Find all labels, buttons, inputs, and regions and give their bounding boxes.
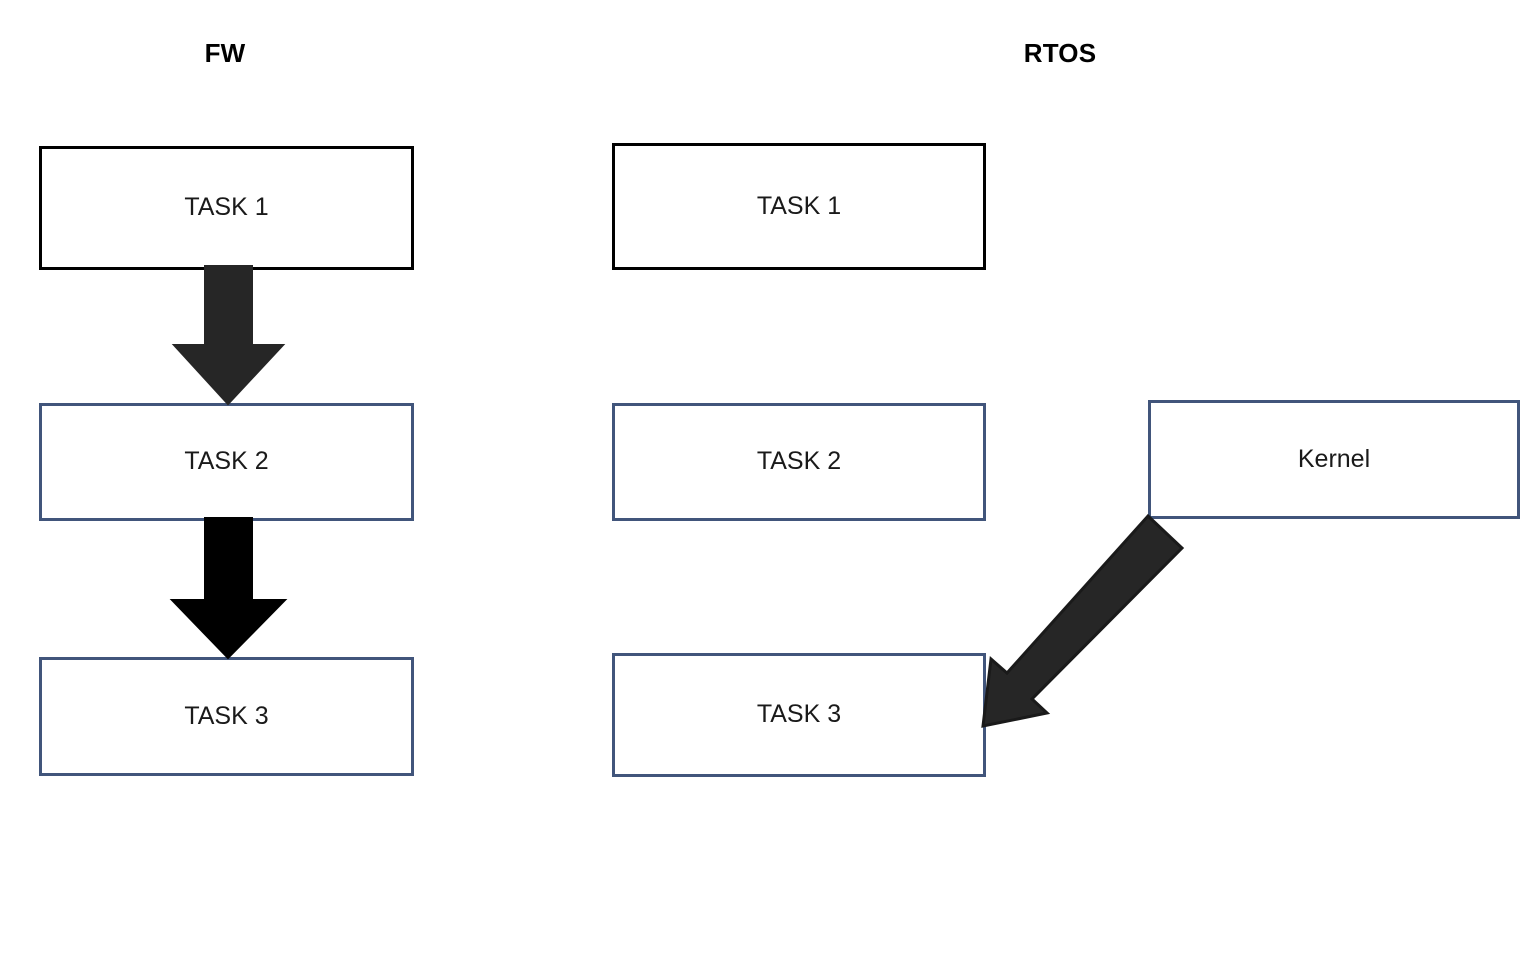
arrow-kernel-to-rtos-task3-icon	[981, 513, 1185, 728]
node-rtos-task-2[interactable]: TASK 2	[612, 403, 986, 521]
column-heading-fw: FW	[204, 38, 246, 68]
arrow-fw-task1-to-task2-icon	[171, 265, 286, 406]
node-rtos-task-3[interactable]: TASK 3	[612, 653, 986, 777]
node-label: TASK 1	[184, 193, 269, 222]
node-label: TASK 2	[756, 447, 842, 476]
node-fw-task-1[interactable]: TASK 1	[39, 146, 414, 270]
node-fw-task-2[interactable]: TASK 2	[39, 403, 414, 521]
node-label: TASK 2	[184, 447, 269, 476]
node-kernel[interactable]: Kernel	[1148, 400, 1520, 519]
node-label: TASK 3	[184, 701, 269, 730]
arrow-fw-task2-to-task3-icon	[169, 517, 288, 660]
node-label: TASK 1	[756, 191, 842, 220]
node-rtos-task-1[interactable]: TASK 1	[612, 143, 986, 270]
node-label: Kernel	[1297, 444, 1371, 473]
column-heading-rtos: RTOS	[1023, 38, 1097, 68]
node-label: TASK 3	[756, 700, 842, 729]
node-fw-task-3[interactable]: TASK 3	[39, 657, 414, 776]
